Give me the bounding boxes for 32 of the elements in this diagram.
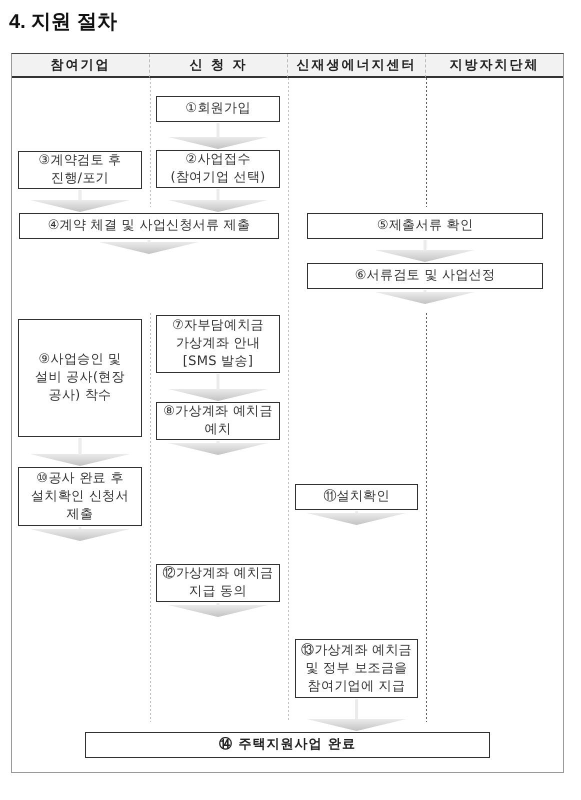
process-box: ③계약검토 후 진행/포기 [18,151,142,189]
chevron-arrow [30,438,130,466]
lane-header: 신재생에너지센터 [288,54,426,78]
chevron-arrow [306,511,406,525]
chevron-arrow [168,123,268,149]
chevron-arrow [375,290,475,304]
chevron-arrow [168,374,268,401]
chevron-arrow [99,240,199,254]
chevron-arrow [306,699,406,731]
process-box: ⑨사업승인 및 설비 공사(현장 공사) 착수 [18,319,142,437]
lane-header: 신 청 자 [150,54,288,78]
chevron-arrow [30,527,130,541]
process-box: ④계약 체결 및 사업신청서류 제출 [19,213,279,239]
chevron-arrow [375,240,475,262]
process-box: ⑤제출서류 확인 [307,213,543,239]
process-box: ⑪설치확인 [295,484,418,510]
process-box: ①회원가입 [156,96,280,122]
chevron-arrow [30,190,130,212]
lane-header: 참여기업 [12,54,150,78]
process-box: ⑭ 주택지원사업 완료 [85,732,490,758]
process-box: ⑥서류검토 및 사업선정 [307,263,543,289]
process-box: ⑦자부담예치금 가상계좌 안내 [SMS 발송] [156,315,280,373]
process-box: ②사업접수 (참여기업 선택) [156,150,280,188]
process-box: ⑩공사 완료 후 설치확인 신청서 제출 [18,467,142,526]
chevron-arrow [168,603,268,617]
process-box: ⑬가상계좌 예치금 및 정부 보조금을 참여기업에 지급 [295,639,418,698]
process-box: ⑧가상계좌 예치금 예치 [156,402,280,440]
chevron-arrow [168,189,268,212]
lane-header: 지방자치단체 [426,54,563,78]
page-title: 4. 지원 절차 [9,10,117,35]
chevron-arrow [168,441,268,455]
process-box: ⑫가상계좌 예치금 지급 동의 [156,564,280,602]
